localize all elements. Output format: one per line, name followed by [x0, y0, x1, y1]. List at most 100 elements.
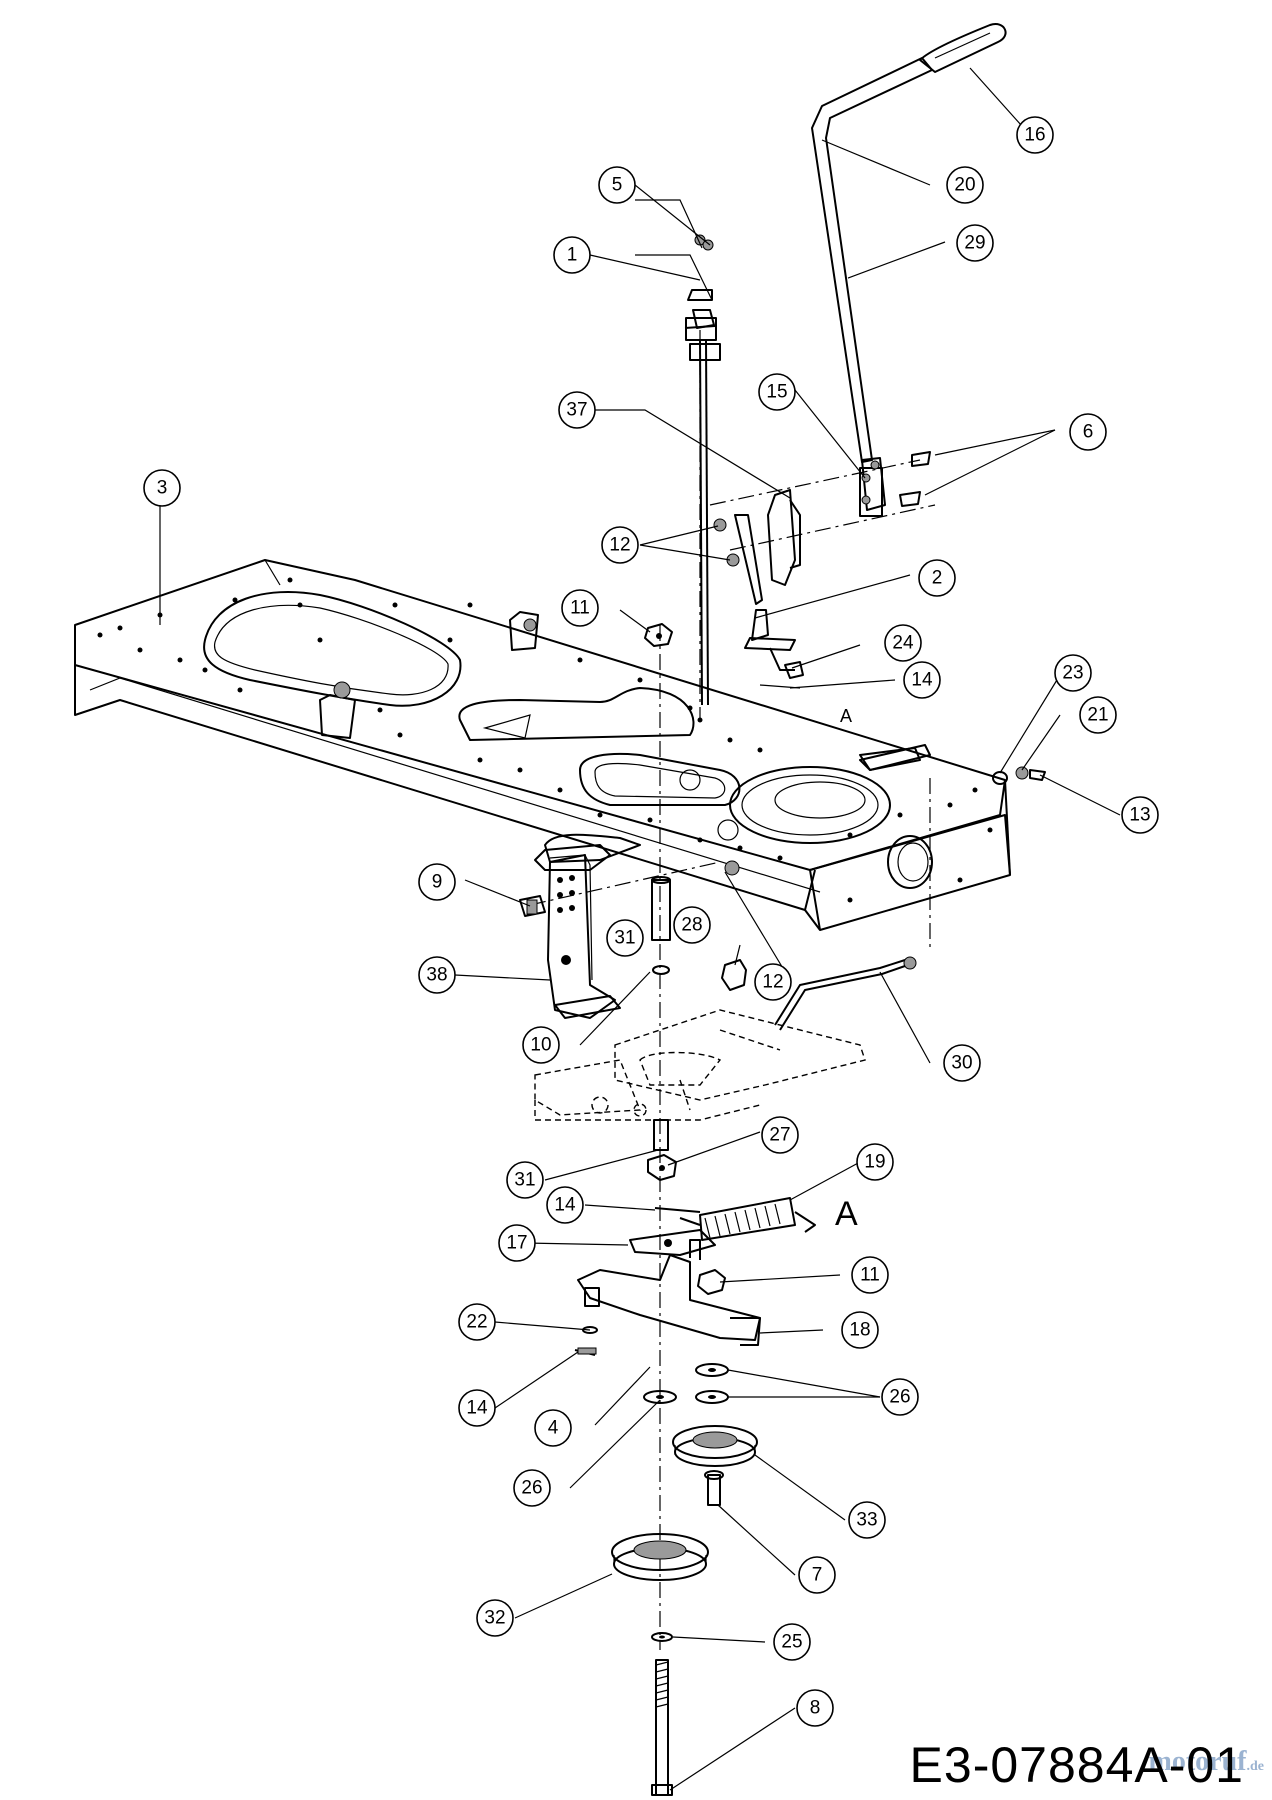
- section-marker-upper: A: [840, 706, 852, 726]
- callout-8: 8: [796, 1689, 834, 1727]
- svg-text:11: 11: [570, 598, 590, 619]
- callout-25: 25: [773, 1623, 811, 1661]
- svg-text:8: 8: [810, 1698, 821, 1719]
- svg-text:26: 26: [889, 1387, 910, 1408]
- callout-33: 33: [848, 1501, 886, 1539]
- svg-text:3: 3: [157, 478, 168, 499]
- svg-text:18: 18: [849, 1320, 870, 1341]
- callout-30: 30: [943, 1044, 981, 1082]
- callout-12-lower: 12: [754, 963, 792, 1001]
- callout-26-left: 26: [513, 1469, 551, 1507]
- pulley-33: [672, 1425, 758, 1467]
- svg-text:15: 15: [766, 382, 787, 403]
- svg-text:37: 37: [566, 400, 587, 421]
- nut-11-upper: [644, 623, 673, 647]
- svg-text:13: 13: [1129, 805, 1150, 826]
- svg-text:32: 32: [484, 1608, 505, 1629]
- svg-text:27: 27: [769, 1125, 790, 1146]
- callout-6: 6: [1069, 413, 1107, 451]
- watermark-text: motoruf: [1148, 1746, 1247, 1777]
- callout-38: 38: [418, 956, 456, 994]
- watermark-logo: motoruf.de: [1149, 1746, 1264, 1778]
- callout-32: 32: [476, 1599, 514, 1637]
- svg-text:21: 21: [1087, 705, 1108, 726]
- callout-28: 28: [673, 906, 711, 944]
- callout-18: 18: [841, 1311, 879, 1349]
- callout-10: 10: [522, 1026, 560, 1064]
- callout-24: 24: [884, 624, 922, 662]
- callout-7: 7: [798, 1556, 836, 1594]
- section-marker-lower: A: [835, 1195, 858, 1233]
- lift-lever-assembly: [713, 23, 1007, 689]
- callout-3: 3: [143, 469, 181, 507]
- drawing-code: E3-07884A-01: [909, 1737, 1244, 1793]
- callout-14-mid: 14: [546, 1186, 584, 1224]
- svg-text:12: 12: [609, 535, 630, 556]
- callout-9: 9: [418, 863, 456, 901]
- washer-25: [651, 1632, 673, 1642]
- svg-text:5: 5: [612, 175, 623, 196]
- callout-19: 19: [856, 1143, 894, 1181]
- callout-27: 27: [761, 1116, 799, 1154]
- svg-text:11: 11: [860, 1265, 880, 1286]
- svg-text:4: 4: [548, 1418, 559, 1439]
- svg-text:31: 31: [614, 928, 635, 949]
- callout-4: 4: [534, 1409, 572, 1447]
- callout-15: 15: [758, 373, 796, 411]
- bracket-38: [519, 854, 621, 1019]
- steering-shaft-assembly: [684, 234, 721, 706]
- sleeve-31-upper: [651, 876, 671, 975]
- nut-28: [721, 959, 747, 991]
- frame-part: [74, 559, 1011, 931]
- svg-text:16: 16: [1024, 125, 1045, 146]
- transaxle-outline: [534, 1009, 866, 1121]
- pin-22-and-14: [574, 1326, 598, 1356]
- idler-arm-4: [577, 1239, 761, 1346]
- svg-text:14: 14: [554, 1195, 576, 1216]
- svg-text:12: 12: [762, 972, 783, 993]
- callout-12-upper: 12: [601, 526, 639, 564]
- callout-17: 17: [498, 1224, 536, 1262]
- svg-text:2: 2: [932, 568, 943, 589]
- callout-21: 21: [1079, 696, 1117, 734]
- callout-26-right: 26: [881, 1378, 919, 1416]
- svg-text:7: 7: [812, 1565, 823, 1586]
- watermark-domain: .de: [1246, 1759, 1265, 1774]
- callout-14-lower: 14: [458, 1389, 496, 1427]
- svg-text:30: 30: [951, 1053, 972, 1074]
- svg-text:14: 14: [911, 670, 933, 691]
- washers-26: [643, 1363, 729, 1404]
- callout-20: 20: [946, 166, 984, 204]
- callout-13: 13: [1121, 796, 1159, 834]
- pin-14-mid: [654, 1207, 701, 1213]
- svg-text:24: 24: [892, 633, 914, 654]
- callout-1: 1: [553, 236, 591, 274]
- sleeve-31-lower: [653, 1119, 669, 1151]
- callout-11-lower: 11: [851, 1256, 889, 1294]
- rod-30: [774, 956, 917, 1031]
- svg-text:25: 25: [781, 1632, 802, 1653]
- callout-11-upper: 11: [561, 589, 599, 627]
- nut-11-lower: [697, 1269, 726, 1295]
- plate-17: [629, 1229, 716, 1256]
- callout-16: 16: [1016, 116, 1054, 154]
- bracket-axis: [529, 861, 721, 906]
- lever-axis-lower: [729, 504, 936, 551]
- leader-lines: [159, 67, 1121, 1791]
- svg-text:6: 6: [1083, 422, 1094, 443]
- callout-23: 23: [1054, 654, 1092, 692]
- pulley-32: [611, 1533, 709, 1581]
- callout-29: 29: [956, 224, 994, 262]
- svg-text:28: 28: [681, 915, 702, 936]
- svg-text:20: 20: [954, 175, 975, 196]
- svg-text:17: 17: [506, 1233, 527, 1254]
- callout-31-lower: 31: [506, 1161, 544, 1199]
- svg-text:9: 9: [432, 872, 443, 893]
- bolt-8: [651, 1659, 673, 1796]
- lever-axis-upper: [709, 459, 921, 506]
- svg-text:19: 19: [864, 1152, 885, 1173]
- callout-14-upper: 14: [903, 661, 941, 699]
- svg-text:1: 1: [567, 245, 578, 266]
- callout-5: 5: [598, 166, 636, 204]
